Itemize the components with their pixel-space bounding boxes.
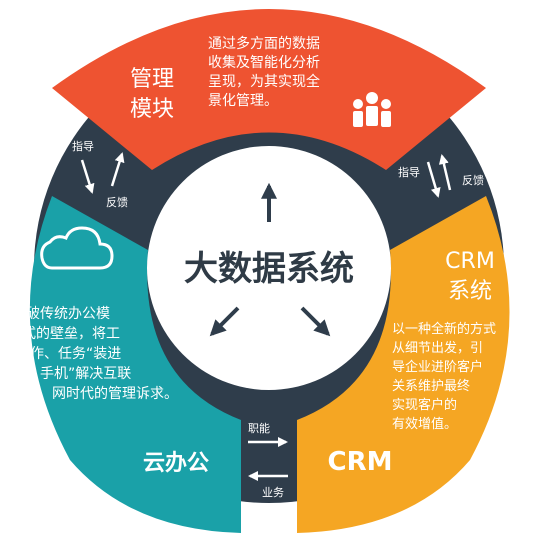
management-title-line1: 管理 <box>130 67 174 92</box>
cloud-desc-1: 式的壁垒，将工 <box>22 326 120 342</box>
management-desc-3: 景化管理。 <box>208 93 278 109</box>
bottom-connector-top-label: 职能 <box>248 421 270 435</box>
crm-desc-2: 导企业进阶客户 <box>392 359 483 375</box>
right-up-arrow-icon <box>438 154 452 191</box>
management-desc-1: 收集及智能化分析 <box>208 54 320 71</box>
crm-desc-3: 关系维护最终 <box>392 378 470 394</box>
crm-segment[interactable] <box>297 196 510 533</box>
right-connector-bottom-label: 反馈 <box>462 174 484 187</box>
crm-desc-1: 从细节出发，引 <box>392 340 483 356</box>
left-connector-top-label: 指导 <box>72 139 94 153</box>
down-left-arrow-icon <box>209 306 240 337</box>
management-desc-2: 呈现，为其实现全 <box>208 73 320 90</box>
people-group-icon <box>353 92 391 127</box>
cloud-desc-4: 网时代的管理诉求。 <box>52 386 178 402</box>
left-down-arrow-icon <box>80 159 95 194</box>
bottom-connector-bottom-label: 业务 <box>262 486 284 499</box>
crm-desc-4: 实现客户的 <box>392 397 457 413</box>
cloud-desc-2: 作、任务“装进 <box>30 346 121 362</box>
cloud-title: 云办公 <box>143 451 209 476</box>
left-connector: 指导 反馈 <box>72 139 128 209</box>
crm-desc-5: 有效增值。 <box>392 416 457 432</box>
right-connector: 指导 反馈 <box>398 154 484 198</box>
crm-title-line1: CRM <box>445 249 495 274</box>
right-connector-top-label: 指导 <box>398 165 420 179</box>
right-down-arrow-icon <box>426 161 441 198</box>
management-title-line2: 模块 <box>130 97 174 122</box>
center-title: 大数据系统 <box>184 249 354 289</box>
bottom-connector: 职能 业务 <box>248 421 288 499</box>
left-up-arrow-icon <box>110 152 125 187</box>
management-desc-0: 通过多方面的数据 <box>208 35 320 52</box>
cloud-icon <box>40 226 114 270</box>
crm-bottom-label: CRM <box>328 447 393 477</box>
cloud-desc-3: 手机”解决互联 <box>40 366 131 382</box>
crm-title-line2: 系统 <box>448 279 492 304</box>
cloud-desc-0: 打破传统办公模 <box>12 305 110 322</box>
cloud-segment[interactable] <box>29 196 242 533</box>
left-connector-bottom-label: 反馈 <box>106 196 128 209</box>
down-right-arrow-icon <box>300 306 331 337</box>
crm-desc-0: 以一种全新的方式 <box>392 321 496 337</box>
management-segment[interactable] <box>52 9 486 170</box>
